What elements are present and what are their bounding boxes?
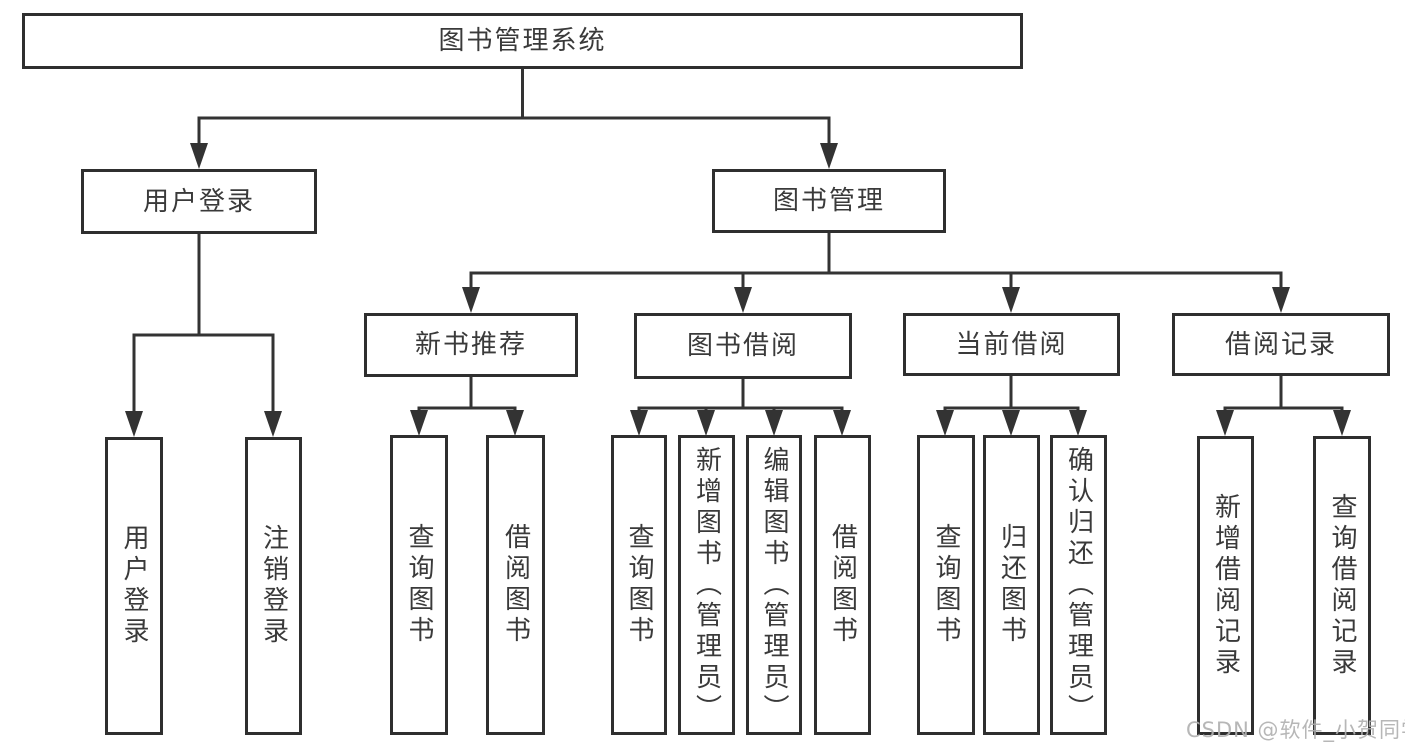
node-new-book-rec: 新书推荐 [364, 313, 578, 377]
node-current-borrow-label: 当前借阅 [955, 329, 1068, 360]
node-borrow-record: 借阅记录 [1172, 313, 1390, 376]
node-borrow-record-label: 借阅记录 [1224, 329, 1337, 360]
leaf-return-book: 归还图书 [983, 435, 1040, 735]
leaf-borrow-book-2: 借阅图书 [814, 435, 871, 735]
leaf-user-login: 用户登录 [105, 437, 163, 735]
leaf-edit-book-admin-label: 编辑图书（管理员） [759, 445, 789, 725]
csdn-watermark: CSDN @软件_小贺同学 [1186, 718, 1405, 742]
leaf-add-book-admin: 新增图书（管理员） [678, 435, 735, 735]
connector-book-borrow-branch [630, 375, 851, 436]
node-book-borrow: 图书借阅 [634, 313, 852, 379]
leaf-query-book-2: 查询图书 [611, 435, 667, 735]
leaf-add-borrow-record: 新增借阅记录 [1197, 436, 1254, 735]
connector-new-book-rec-branch [410, 375, 524, 436]
node-root-label: 图书管理系统 [438, 26, 607, 56]
leaf-query-borrow-record-label: 查询借阅记录 [1327, 492, 1357, 679]
node-current-borrow: 当前借阅 [903, 313, 1120, 376]
leaf-borrow-book-1-label: 借阅图书 [500, 523, 531, 647]
leaf-return-book-label: 归还图书 [996, 523, 1027, 647]
leaf-edit-book-admin: 编辑图书（管理员） [746, 435, 802, 735]
connector-borrow-record-branch [1216, 374, 1351, 436]
leaf-add-borrow-record-label: 新增借阅记录 [1210, 492, 1241, 679]
leaf-confirm-return-admin-label: 确认归还（管理员） [1063, 445, 1094, 725]
connector-user-login-branch [125, 232, 282, 437]
connector-current-borrow-branch [936, 374, 1087, 436]
leaf-query-book-3-label: 查询图书 [931, 523, 961, 647]
leaf-query-book-3: 查询图书 [917, 435, 975, 735]
leaf-logout: 注销登录 [245, 437, 302, 735]
leaf-confirm-return-admin: 确认归还（管理员） [1050, 435, 1107, 735]
leaf-borrow-book-2-label: 借阅图书 [827, 523, 858, 647]
node-user-login-label: 用户登录 [142, 186, 255, 217]
leaf-user-login-label: 用户登录 [119, 524, 149, 648]
leaf-query-book-2-label: 查询图书 [624, 523, 654, 647]
node-user-login: 用户登录 [81, 169, 317, 234]
node-book-borrow-label: 图书借阅 [686, 331, 799, 361]
node-book-mgmt-label: 图书管理 [772, 186, 885, 216]
connector-book-mgmt-branch [462, 231, 1290, 313]
leaf-borrow-book-1: 借阅图书 [486, 435, 545, 735]
leaf-query-borrow-record: 查询借阅记录 [1313, 436, 1371, 735]
node-root: 图书管理系统 [22, 13, 1023, 69]
leaf-add-book-admin-label: 新增图书（管理员） [691, 445, 722, 725]
leaf-query-book-1-label: 查询图书 [404, 523, 434, 647]
leaf-logout-label: 注销登录 [258, 524, 289, 648]
node-new-book-rec-label: 新书推荐 [414, 330, 527, 360]
leaf-query-book-1: 查询图书 [390, 435, 448, 735]
connector-root-branch [190, 67, 838, 169]
node-book-mgmt: 图书管理 [712, 169, 946, 233]
